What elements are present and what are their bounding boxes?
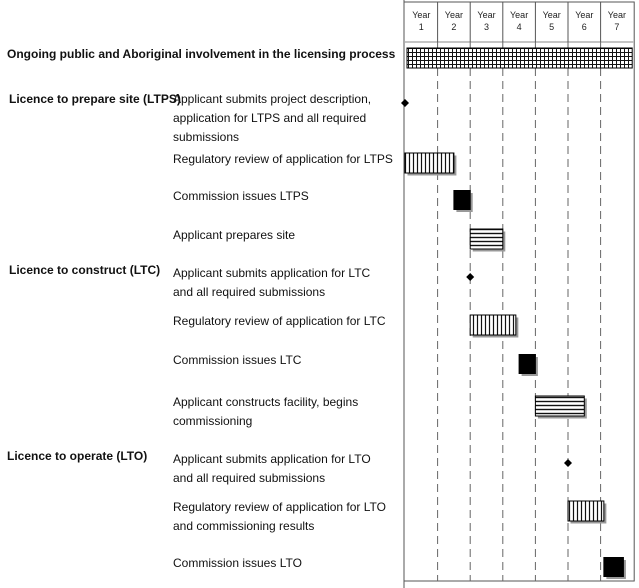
year-header: Year 4 — [503, 9, 535, 33]
year-header-label: Year — [444, 10, 463, 20]
year-header-label: Year — [412, 10, 431, 20]
task-description: Applicant submits project description, ap… — [173, 90, 371, 147]
task-description-line: Applicant constructs facility, begins — [173, 395, 359, 409]
task-description: Applicant submits application for LTC and… — [173, 264, 370, 302]
year-header-label: Year — [477, 10, 496, 20]
year-header: Year 7 — [601, 9, 633, 33]
year-header-number: 6 — [581, 22, 587, 32]
task-description-line: application for LTPS and all required — [173, 111, 367, 125]
section-label: Licence to operate (LTO) — [7, 449, 148, 463]
task-description-line: Applicant submits application for LTO — [173, 452, 371, 466]
task-description-line: Commission issues LTC — [173, 353, 302, 367]
horizontal-bar — [534, 395, 585, 417]
task-description-line: Regulatory review of application for LTC — [173, 314, 386, 328]
task-description: Commission issues LTPS — [173, 187, 309, 206]
chart-heading: Ongoing public and Aboriginal involvemen… — [7, 47, 396, 61]
task-description-line: submissions — [173, 130, 240, 144]
task-description-line: and all required submissions — [173, 471, 326, 485]
task-description: Regulatory review of application for LTP… — [173, 150, 393, 169]
vertical-bar — [567, 500, 605, 522]
solid-bar — [518, 354, 536, 374]
year-header-number: 7 — [614, 22, 620, 32]
task-description: Applicant constructs facility, begins com… — [173, 393, 358, 431]
year-header: Year 1 — [405, 9, 437, 33]
vertical-bar — [404, 152, 455, 174]
task-description-line: Applicant submits application for LTC — [173, 266, 371, 280]
task-description: Commission issues LTC — [173, 351, 301, 370]
ongoing-involvement-bar — [406, 47, 633, 69]
task-description-line: Commission issues LTPS — [173, 189, 309, 203]
task-description-line: Commission issues LTO — [173, 556, 302, 570]
year-header-label: Year — [510, 10, 529, 20]
year-header-number: 4 — [516, 22, 522, 32]
task-description-line: commissioning — [173, 414, 253, 428]
task-description: Commission issues LTO — [173, 554, 302, 573]
year-header: Year 3 — [471, 9, 503, 33]
task-description: Applicant submits application for LTO and… — [173, 450, 371, 488]
year-header-label: Year — [607, 10, 626, 20]
task-description-line: and commissioning results — [173, 519, 315, 533]
year-header-number: 2 — [451, 22, 457, 32]
year-header: Year 5 — [536, 9, 568, 33]
milestone-marker — [401, 99, 409, 107]
year-header-number: 1 — [418, 22, 424, 32]
chart-frame — [403, 1, 635, 582]
milestone-marker — [466, 273, 475, 281]
section-label: Licence to construct (LTC) — [9, 263, 161, 277]
task-description-line: Regulatory review of application for LTO — [173, 500, 386, 514]
task-description: Regulatory review of application for LTO… — [173, 498, 386, 536]
task-description: Regulatory review of application for LTC — [173, 312, 386, 331]
year-header-label: Year — [575, 10, 594, 20]
task-description: Applicant prepares site — [173, 226, 295, 245]
milestone-marker — [564, 459, 572, 467]
year-header-number: 3 — [483, 22, 489, 32]
vertical-bar — [469, 314, 517, 336]
task-description-line: Regulatory review of application for LTP… — [173, 152, 393, 166]
task-description-line: and all required submissions — [173, 285, 326, 299]
horizontal-bar — [469, 228, 504, 250]
year-header-number: 5 — [549, 22, 555, 32]
section-label: Licence to prepare site (LTPS) — [9, 92, 181, 106]
task-description-line: Applicant prepares site — [173, 228, 296, 242]
year-header: Year 2 — [438, 9, 470, 33]
task-description-line: Applicant submits project description, — [173, 92, 372, 106]
solid-bar — [603, 557, 624, 577]
year-header-label: Year — [542, 10, 561, 20]
solid-bar — [453, 190, 471, 210]
year-header: Year 6 — [568, 9, 600, 33]
